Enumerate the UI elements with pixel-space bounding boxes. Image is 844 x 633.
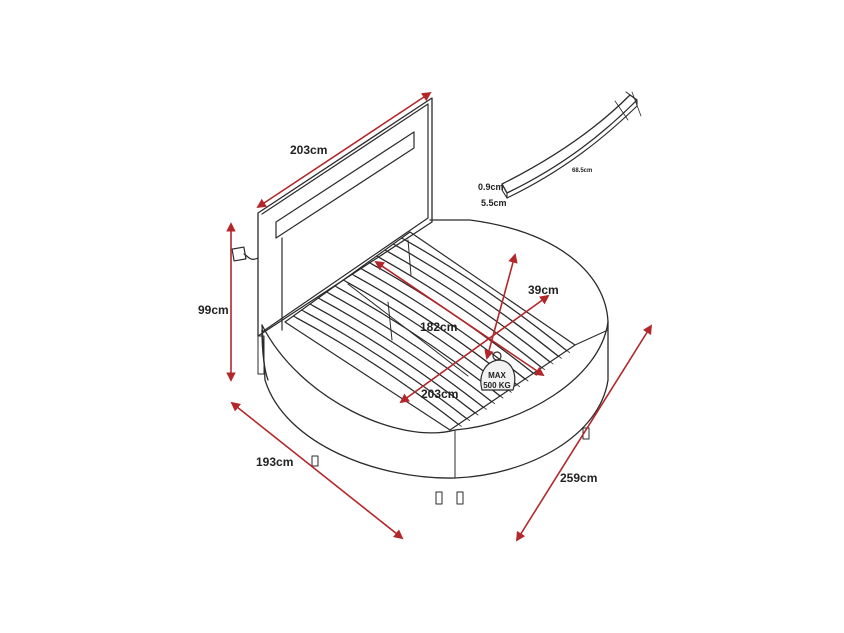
- slat: [392, 243, 559, 357]
- slat-width-label: 5.5cm: [481, 198, 507, 208]
- slat-edge: [395, 245, 562, 359]
- inner-length-label: 182cm: [420, 320, 457, 334]
- slat-thickness-label: 0.9cm: [478, 182, 504, 192]
- headboard-height-label: 99cm: [198, 303, 229, 317]
- slat-edge: [387, 251, 554, 365]
- foot: [456, 491, 464, 505]
- slat: [384, 249, 551, 363]
- slat-detail: [501, 91, 642, 199]
- arrow-headboard-width: [256, 91, 432, 209]
- slat-length-label: 68.5cm: [572, 168, 592, 174]
- arrow-outer-length: [515, 324, 653, 542]
- headboard: [231, 97, 433, 375]
- foot: [311, 455, 319, 467]
- headboard-width-label: 203cm: [290, 143, 327, 157]
- outer-length-label: 259cm: [560, 471, 597, 485]
- headboard-leg: [257, 335, 265, 375]
- max-load-line1: MAX: [488, 371, 506, 380]
- arrow-outer-width: [230, 401, 404, 540]
- inner-width-label: 203cm: [421, 387, 458, 401]
- depth-label: 39cm: [528, 283, 559, 297]
- bed-base: [261, 219, 609, 505]
- max-load-line2: 500 KG: [483, 381, 511, 390]
- foot: [435, 491, 443, 505]
- arrow-inner-width: [399, 294, 550, 404]
- max-load-weight-icon: MAX 500 KG: [480, 351, 516, 391]
- dimension-arrows: [226, 91, 653, 542]
- outer-width-label: 193cm: [256, 455, 293, 469]
